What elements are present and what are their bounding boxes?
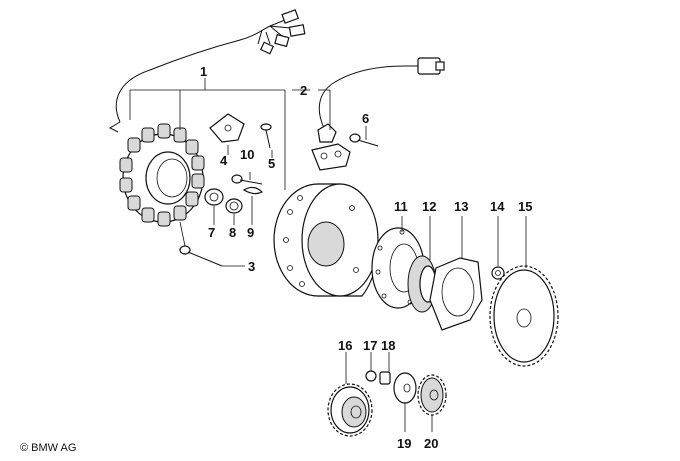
label-13: 13 [454, 199, 468, 214]
leader-lines [129, 78, 527, 432]
copyright-text: © BMW AG [20, 442, 77, 454]
bolt-6 [349, 133, 379, 147]
label-7: 7 [208, 225, 215, 240]
bolt-5 [260, 123, 272, 149]
bushing-18 [379, 371, 391, 385]
label-19: 19 [397, 436, 411, 451]
label-11: 11 [394, 199, 408, 214]
label-15: 15 [518, 199, 532, 214]
label-6: 6 [362, 111, 369, 126]
label-17: 17 [363, 338, 377, 353]
part-labels: 1 2 3 4 5 6 7 8 9 10 11 12 13 14 15 16 1… [200, 64, 532, 451]
stator-wiring-harness [108, 9, 306, 133]
bolt-3 [179, 245, 223, 267]
cover-plate [209, 113, 245, 143]
gear-20 [417, 374, 447, 416]
freewheel-housing [429, 257, 483, 331]
sensor-wiring-harness [311, 57, 445, 171]
bearing-7 [204, 188, 224, 206]
label-16: 16 [338, 338, 352, 353]
washer-17 [365, 370, 377, 382]
label-8: 8 [229, 225, 236, 240]
label-4: 4 [220, 153, 228, 168]
label-9: 9 [247, 225, 254, 240]
stator [119, 123, 205, 227]
label-10: 10 [240, 147, 254, 162]
label-20: 20 [424, 436, 438, 451]
bolt-10 [231, 174, 263, 185]
label-18: 18 [381, 338, 395, 353]
label-12: 12 [422, 199, 436, 214]
washer-19 [393, 372, 417, 404]
washer-8 [225, 198, 243, 214]
label-5: 5 [268, 156, 275, 171]
intermediate-gear-16 [327, 383, 373, 437]
nut [491, 266, 505, 280]
rotor [273, 183, 379, 297]
label-14: 14 [490, 199, 505, 214]
label-3: 3 [248, 259, 255, 274]
starter-ring-gear [489, 265, 559, 367]
key-9 [242, 186, 264, 195]
label-1: 1 [200, 64, 207, 79]
label-2: 2 [300, 83, 307, 98]
